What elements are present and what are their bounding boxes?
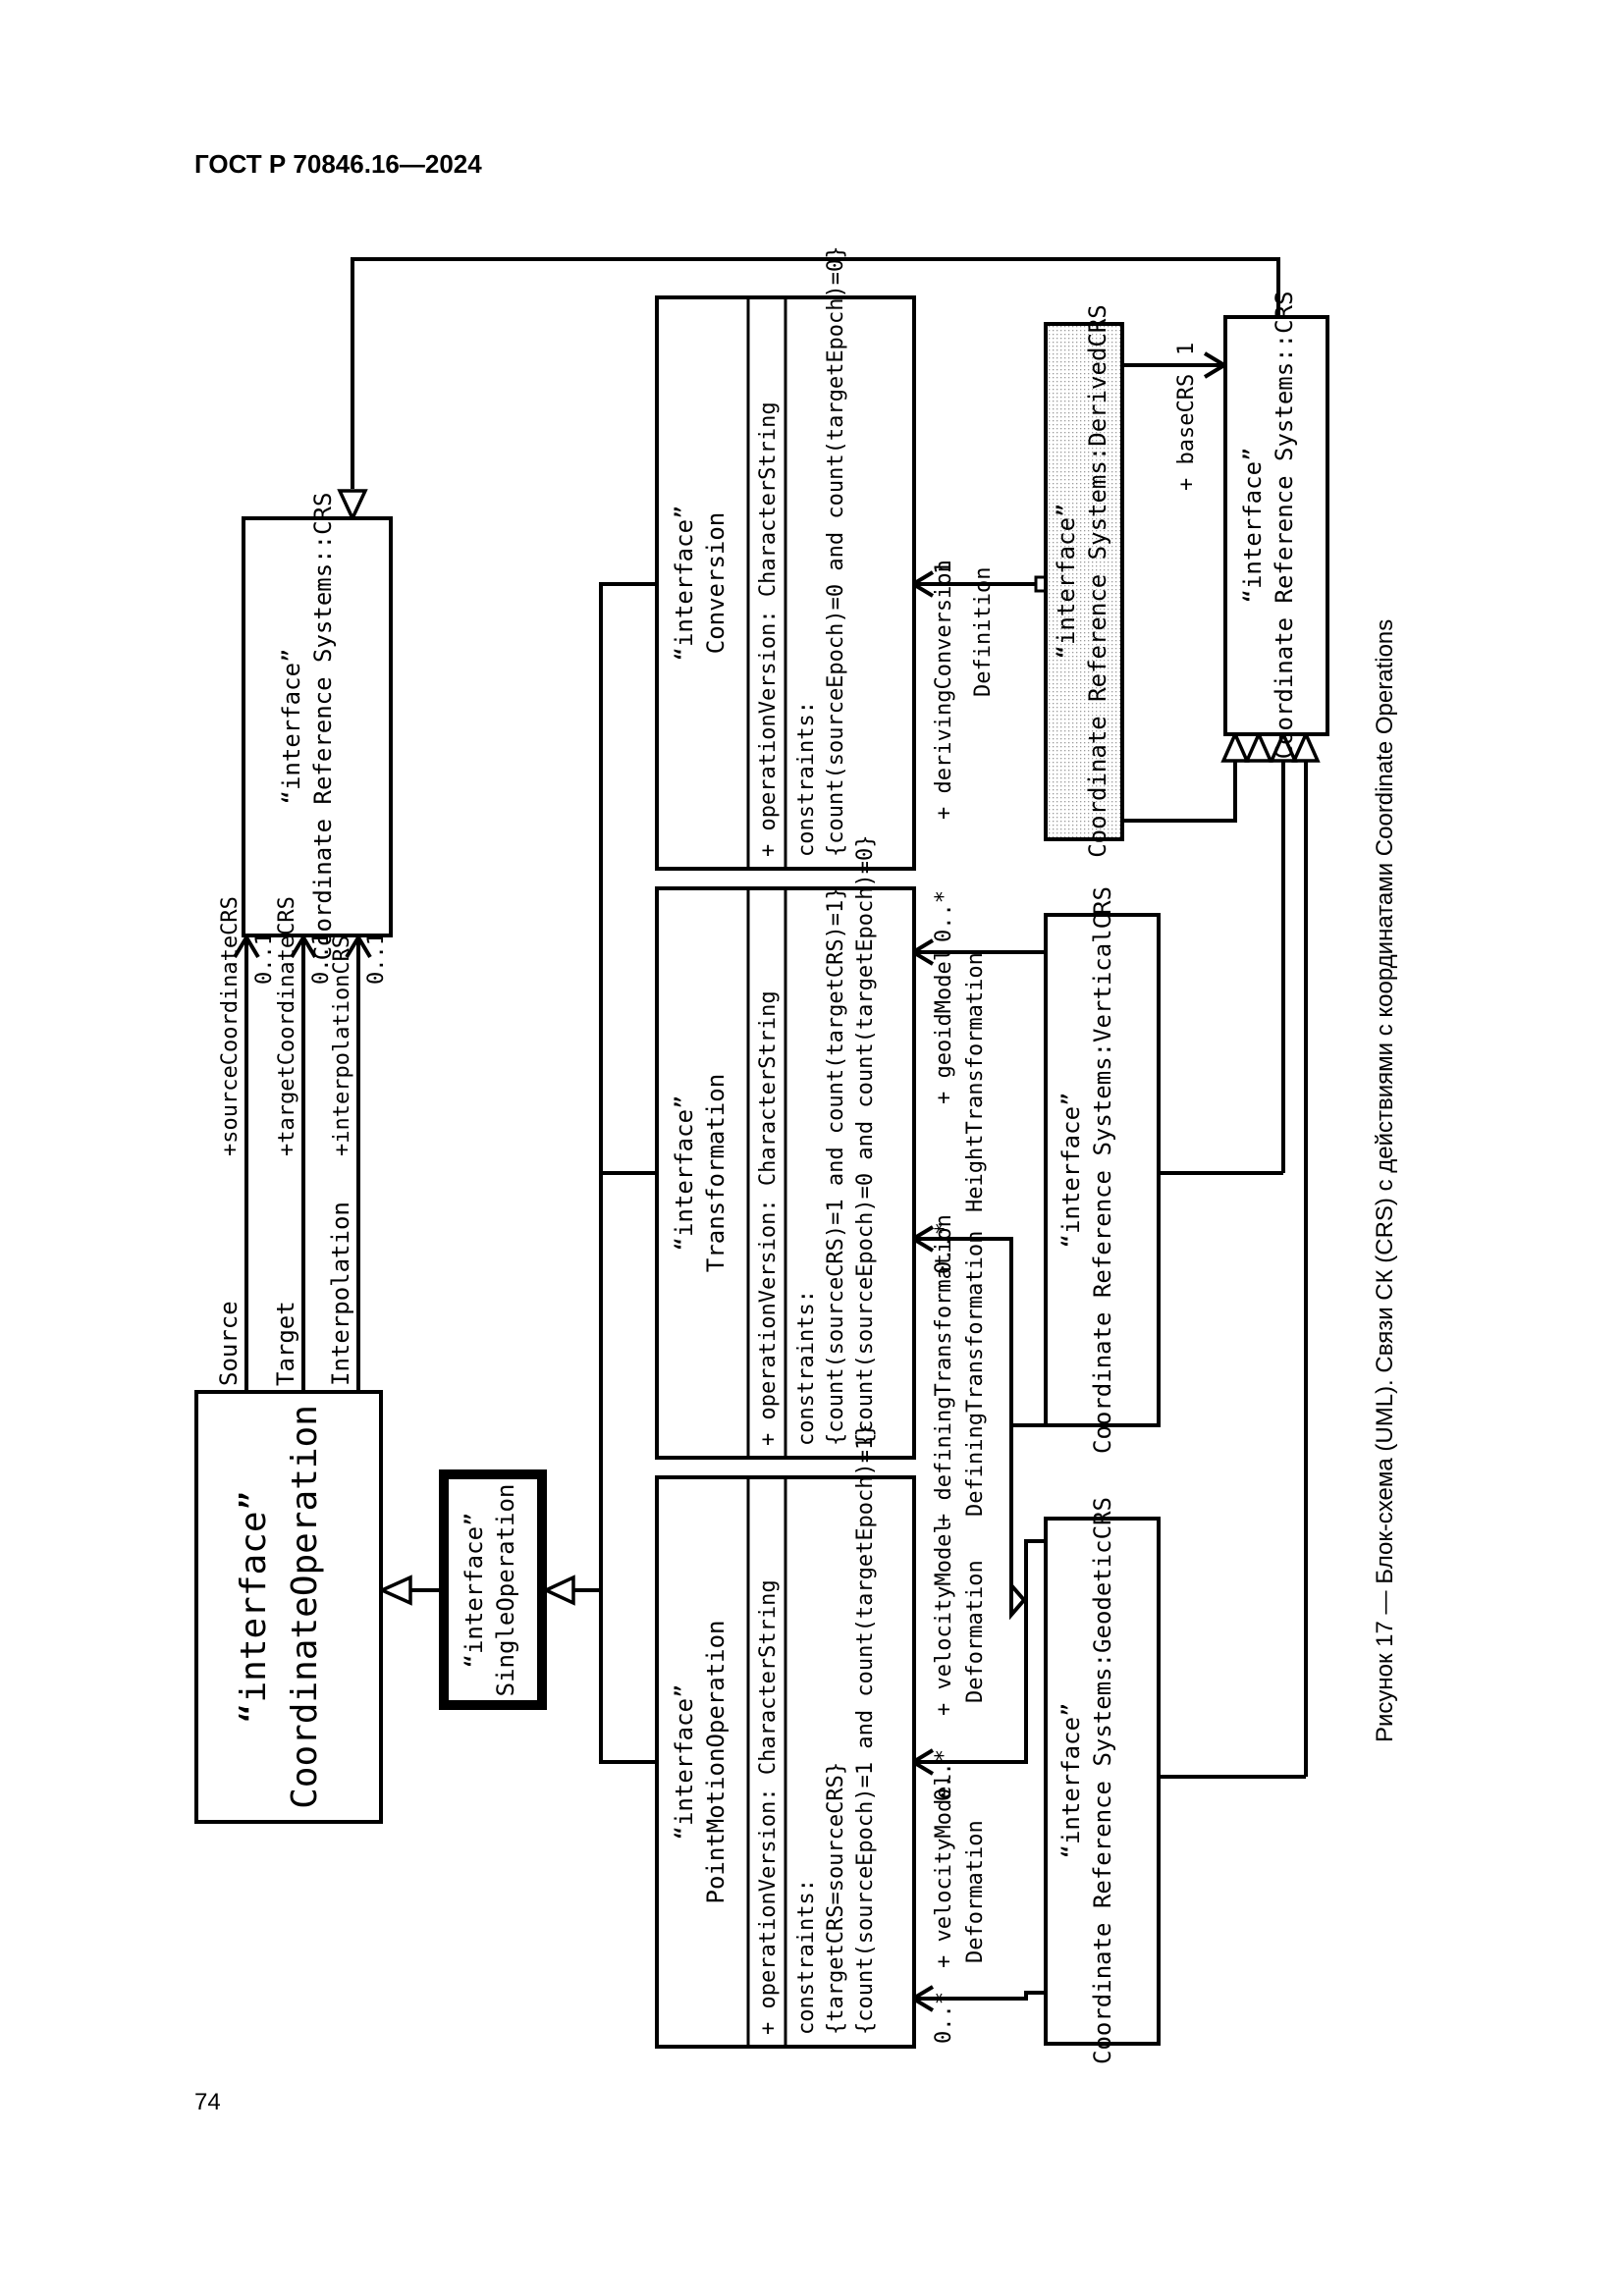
singleop-name: SingleOperation <box>492 1484 519 1697</box>
transformation-constraint-2: {count(sourceEpoch)=0 and count(targetEp… <box>853 834 878 1446</box>
geoid-model-name: HeightTransformation <box>963 952 988 1212</box>
crs-generalization-arrowhead-4 <box>1244 729 1273 763</box>
point-motion-constraints-label: constraints: <box>794 1879 819 2035</box>
velocity-model-role-2: + velocityModel <box>932 1773 956 1968</box>
class-crs-right: “interface” Coordinate Reference Systems… <box>1223 292 1329 760</box>
source-role: +sourceCoordinateCRS <box>218 896 243 1156</box>
point-motion-constraint-2: {count(sourceEpoch)=1 and count(targetEp… <box>853 1423 878 2035</box>
geoid-model-multiplicity: 0..* <box>932 890 956 942</box>
conversion-stereotype: “interface” <box>671 506 698 662</box>
coordop-stereotype: “interface” <box>234 1490 274 1724</box>
defining-transformation-multiplicity: 0..* <box>932 1222 956 1274</box>
class-transformation: “interface” Transformation + operationVe… <box>655 834 916 1460</box>
class-single-operation: “interface” SingleOperation <box>439 1469 547 1710</box>
geodetic-generalization-arrowhead <box>1291 729 1321 763</box>
defining-transformation-name: DefiningTransformation <box>963 1231 988 1517</box>
class-vertical-crs: “interface” Coordinate Reference Systems… <box>1044 886 1161 1454</box>
geoid-model-role: + geoidModel <box>932 948 956 1104</box>
vertical-crs-stereotype: “interface” <box>1057 1093 1085 1249</box>
target-label: Target <box>272 1301 299 1386</box>
generalization-arrowhead <box>337 489 368 523</box>
conversion-attribute: + operationVersion: CharacterString <box>756 401 781 857</box>
conversion-name: Conversion <box>702 512 730 655</box>
transformation-constraint-1: {count(sourceCRS)=1 and count(targetCRS)… <box>824 886 848 1446</box>
crs-generalization-line <box>351 257 1280 489</box>
geodetic-crs-stereotype: “interface” <box>1057 1703 1085 1859</box>
source-multiplicity: 0..1 <box>252 933 277 985</box>
derived-crs-stereotype: “interface” <box>1053 504 1080 660</box>
point-motion-stereotype: “interface” <box>671 1684 698 1841</box>
velocity-model-multiplicity-1: 0..* <box>932 1749 956 1801</box>
interpolation-label: Interpolation <box>327 1201 354 1386</box>
point-motion-constraint-1: {targetCRS=sourceCRS} <box>824 1762 848 2035</box>
crs-right-name: Coordinate Reference Systems::CRS <box>1271 292 1298 760</box>
coordop-generalization-arrowhead <box>377 1575 412 1606</box>
class-derived-crs: “interface” Coordinate Reference Systems… <box>1044 304 1124 858</box>
crs-right-stereotype: “interface” <box>1239 448 1267 604</box>
base-crs-multiplicity: 1 <box>1174 343 1199 355</box>
geodetic-crs-name: Coordinate Reference Systems:GeodeticCRS <box>1089 1497 1116 2064</box>
page-number: 74 <box>194 2089 221 2115</box>
vertical-crs-name: Coordinate Reference Systems:VerticalCRS <box>1089 886 1116 1454</box>
class-conversion: “interface” Conversion + operationVersio… <box>655 245 916 871</box>
derived-generalization-arrowhead <box>1220 729 1250 763</box>
base-crs-role: + baseCRS <box>1174 374 1199 491</box>
transformation-stereotype: “interface” <box>671 1095 698 1252</box>
vertical-generalization-arrowhead <box>1269 729 1298 763</box>
deriving-conversion-name: Definition <box>971 567 996 697</box>
singleop-stereotype: “interface” <box>460 1513 488 1669</box>
derived-generalization-line <box>1122 761 1237 823</box>
velocity-model-line-2 <box>915 1991 1046 2001</box>
conversion-constraint: {count(sourceEpoch)=0 and count(targetEp… <box>824 245 848 857</box>
transformation-constraints-label: constraints: <box>794 1290 819 1446</box>
deriving-conversion-role: + derivingConversion <box>932 560 956 820</box>
crs-top-stereotype: “interface” <box>278 649 305 805</box>
point-motion-attribute: + operationVersion: CharacterString <box>756 1579 781 2035</box>
class-geodetic-crs: “interface” Coordinate Reference Systems… <box>1044 1497 1161 2064</box>
velocity-model-role-1: + velocityModel <box>932 1521 956 1716</box>
target-multiplicity: 0..1 <box>309 933 334 985</box>
velocity-model-multiplicity-2: 0..* <box>932 1992 956 2044</box>
deriving-conversion-multiplicity: 1 <box>932 561 956 574</box>
singleop-generalization-arrowhead <box>541 1575 575 1606</box>
derived-crs-name: Coordinate Reference Systems:DerivedCRS <box>1084 304 1111 858</box>
class-point-motion-operation: “interface” PointMotionOperation + opera… <box>655 1423 916 2049</box>
class-coordinate-operation: “interface” CoordinateOperation <box>194 1390 383 1824</box>
interpolation-multiplicity: 0..1 <box>364 933 389 985</box>
crs-top-name: Coordinate Reference Systems::CRS <box>309 493 337 961</box>
defining-transformation-line <box>915 1237 1048 1621</box>
target-role: +targetCoordinateCRS <box>275 896 299 1156</box>
coordop-name: CoordinateOperation <box>285 1405 325 1809</box>
class-crs-top: “interface” Coordinate Reference Systems… <box>242 493 393 961</box>
defining-transformation-role: + definingTransformation <box>932 1214 956 1526</box>
transformation-name: Transformation <box>702 1074 730 1272</box>
point-motion-name: PointMotionOperation <box>702 1621 730 1904</box>
velocity-model-line-1 <box>915 1539 1046 1764</box>
source-label: Source <box>215 1301 243 1386</box>
document-header: ГОСТ Р 70846.16—2024 <box>194 149 482 179</box>
interpolation-role: +interpolationCRS <box>330 935 354 1156</box>
transformation-attribute: + operationVersion: CharacterString <box>756 990 781 1446</box>
conversion-constraints-label: constraints: <box>794 701 819 857</box>
figure-caption: Рисунок 17 — Блок-схема (UML). Связи СК … <box>1372 619 1398 1742</box>
velocity-model-name-1: Deformation <box>963 1560 988 1703</box>
velocity-model-name-2: Deformation <box>963 1820 988 1963</box>
